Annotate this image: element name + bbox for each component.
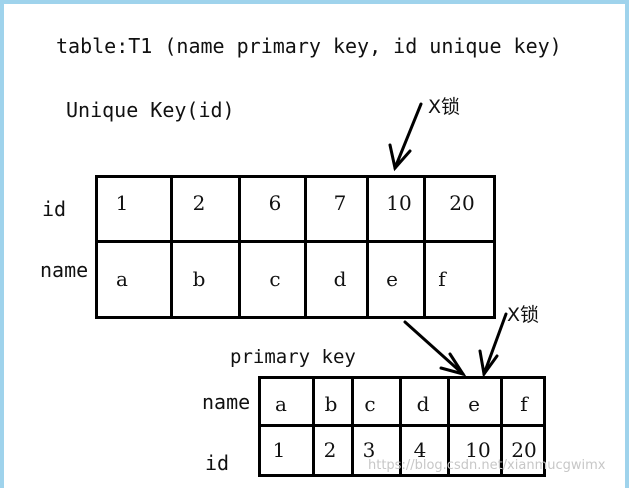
- unique-key-lock-arrow: [388, 102, 423, 172]
- diagram-title: table:T1 (name primary key, id unique ke…: [56, 34, 562, 58]
- pk-grid-line: [447, 376, 450, 477]
- uk-id-cell: 1: [115, 191, 129, 215]
- pk-row-label-id: id: [205, 451, 230, 475]
- primary-key-lock-label: X锁: [507, 304, 540, 326]
- pk-grid-line: [500, 376, 503, 477]
- unique-key-label: Unique Key(id): [66, 98, 235, 122]
- uk-name-cell: e: [386, 267, 398, 291]
- pk-grid-line: [258, 474, 546, 477]
- pk-name-cell: a: [275, 392, 287, 416]
- uk-grid-line: [95, 175, 496, 178]
- uk-id-cell: 20: [449, 191, 475, 215]
- uk-name-cell: b: [192, 267, 206, 291]
- uk-name-cell: d: [333, 267, 347, 291]
- uk-name-cell: f: [438, 267, 446, 291]
- pk-id-cell: 20: [511, 438, 537, 462]
- uk-grid-line: [95, 175, 98, 319]
- pk-grid-line: [543, 376, 546, 477]
- watermark: https://blog.csdn.net/xianmucgwimx: [368, 458, 606, 473]
- unique-key-to-primary-arrow: [403, 320, 467, 377]
- pk-grid-line: [351, 376, 354, 477]
- uk-name-cell: c: [269, 267, 281, 291]
- uk-grid-line: [493, 175, 496, 319]
- pk-id-cell: 10: [465, 438, 491, 462]
- uk-id-cell: 6: [268, 191, 282, 215]
- uk-grid-line: [366, 175, 369, 319]
- uk-grid-line: [170, 175, 173, 319]
- pk-name-cell: f: [520, 392, 528, 416]
- uk-grid-line: [238, 175, 241, 319]
- pk-grid-line: [258, 376, 546, 379]
- uk-grid-line: [304, 175, 307, 319]
- uk-id-cell: 7: [333, 191, 347, 215]
- primary-key-lock-arrow: [478, 312, 508, 378]
- pk-id-cell: 2: [323, 438, 337, 462]
- pk-grid-line: [399, 376, 402, 477]
- pk-grid-line: [312, 376, 315, 477]
- uk-grid-line: [95, 240, 496, 243]
- uk-grid-line: [95, 316, 496, 319]
- pk-name-cell: e: [468, 392, 480, 416]
- pk-name-cell: c: [364, 392, 376, 416]
- pk-id-cell: 3: [362, 438, 376, 462]
- pk-id-cell: 1: [272, 438, 286, 462]
- primary-key-label: primary key: [230, 346, 356, 368]
- uk-id-cell: 10: [386, 191, 412, 215]
- uk-row-label-name: name: [40, 258, 89, 282]
- unique-key-lock-label: X锁: [428, 96, 461, 118]
- pk-name-cell: d: [416, 392, 430, 416]
- uk-id-cell: 2: [192, 191, 206, 215]
- pk-name-cell: b: [324, 392, 338, 416]
- uk-row-label-id: id: [42, 197, 67, 221]
- uk-grid-line: [423, 175, 426, 319]
- pk-grid-line: [258, 424, 546, 427]
- pk-row-label-name: name: [202, 390, 251, 414]
- pk-id-cell: 4: [413, 438, 427, 462]
- uk-name-cell: a: [116, 267, 128, 291]
- pk-grid-line: [258, 376, 261, 477]
